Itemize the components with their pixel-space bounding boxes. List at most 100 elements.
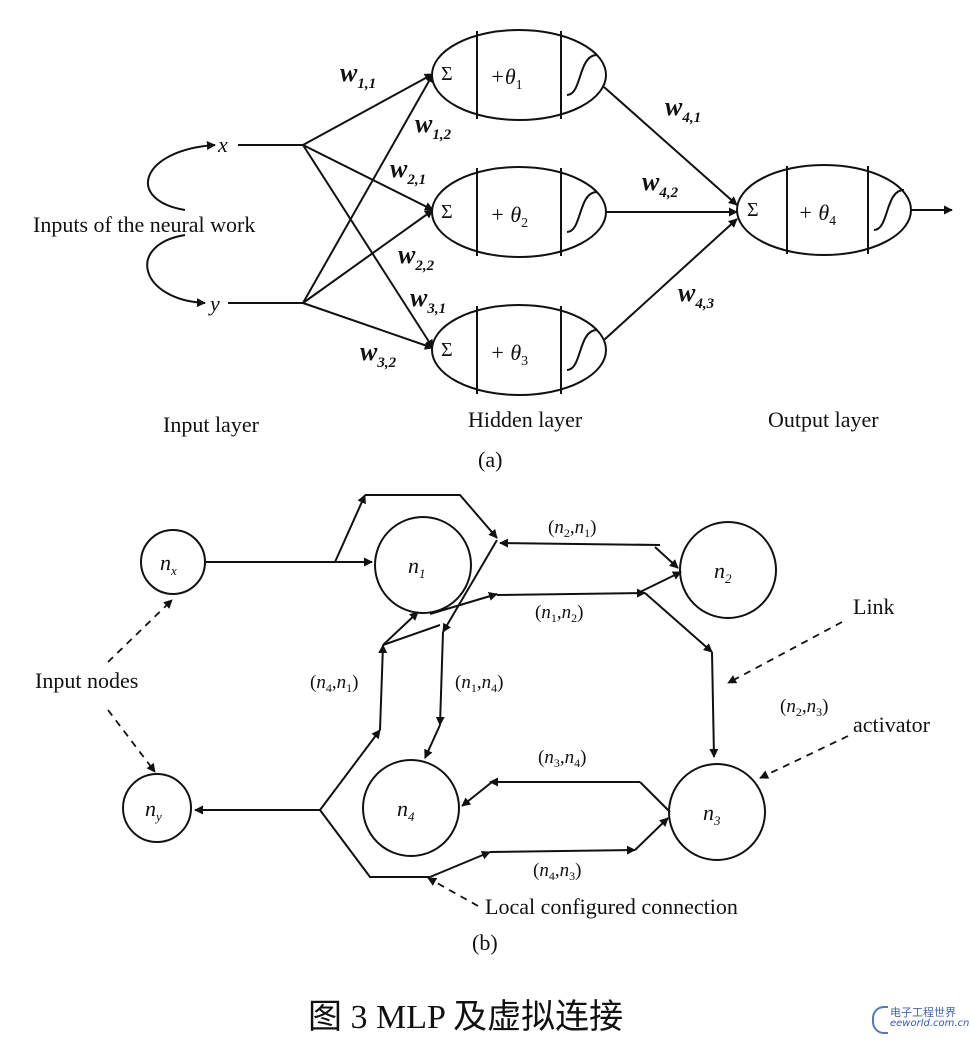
- eeworld-logo-icon: [872, 1006, 888, 1034]
- link-n4-n1-cross: [382, 624, 441, 646]
- sigmoid-icon: [873, 189, 905, 231]
- conn-x-h2: [302, 144, 434, 211]
- conn-x-h3: [302, 144, 434, 349]
- link-label: Link: [853, 594, 895, 619]
- label-n1: n1: [408, 553, 426, 581]
- input-y-curve: [146, 234, 206, 308]
- label-n4-n1: (n4,n1): [310, 672, 358, 695]
- link-lower-up: [429, 850, 491, 878]
- hidden-neuron-2: Σ + θ2: [431, 166, 607, 258]
- activator-label: activator: [853, 712, 931, 737]
- conn-y-h3: [302, 302, 434, 350]
- weight-4-2: w4,2: [642, 167, 679, 201]
- input-nodes-arrow-1: [107, 599, 173, 663]
- caption-b: (b): [472, 930, 498, 955]
- label-n2-n1: (n2,n1): [548, 517, 596, 540]
- link-n1-n2-head: [637, 571, 682, 594]
- inputs-label: Inputs of the neural work: [33, 212, 255, 237]
- node-n2: [679, 521, 777, 619]
- sigmoid-icon: [566, 191, 598, 233]
- figure-caption: 图 3 MLP 及虚拟连接: [308, 998, 623, 1036]
- weight-3-2: w3,2: [360, 337, 397, 371]
- link-n1-n4-head: [424, 724, 441, 759]
- link-n4-n3: [489, 845, 636, 855]
- top-bypass-link: [365, 494, 498, 539]
- link-lower-path: [319, 809, 430, 878]
- weight-4-1: w4,1: [665, 92, 701, 126]
- caption-a: (a): [478, 447, 502, 472]
- label-n3-n4: (n3,n4): [538, 747, 586, 770]
- link-n4-n1: [378, 644, 388, 731]
- virtual-connection-diagram: nx n1 n2 ny n4 n3: [35, 494, 931, 955]
- weight-2-2: w2,2: [398, 240, 435, 274]
- link-annotation-arrow: [727, 621, 843, 684]
- fork-up-arrow: [334, 494, 366, 563]
- label-n4-n3: (n4,n3): [533, 860, 581, 883]
- hidden-neuron-3: Σ + θ3: [431, 304, 607, 396]
- link-n4-n3-head: [634, 817, 669, 851]
- label-n2: n2: [714, 558, 732, 586]
- node-ny: [122, 773, 192, 843]
- weight-2-1: w2,1: [390, 154, 426, 188]
- conn-y-h1: [302, 73, 434, 304]
- link-n1-n4: [435, 631, 445, 726]
- conn-y-h2: [302, 209, 434, 304]
- watermark-url: eeworld.com.cn: [890, 1018, 970, 1029]
- bias-theta-2: + θ2: [490, 202, 528, 231]
- label-n1-n2: (n1,n2): [535, 602, 583, 625]
- label-ny: ny: [145, 796, 162, 824]
- label-n3: n3: [703, 800, 721, 828]
- weight-4-3: w4,3: [678, 278, 715, 312]
- node-n1: [374, 516, 472, 614]
- label-n1-n4: (n1,n4): [455, 672, 503, 695]
- watermark-cn: 电子工程世界: [890, 1006, 956, 1019]
- bias-theta-1: +θ1: [490, 64, 523, 93]
- input-x: x: [217, 132, 228, 157]
- watermark-logo: 电子工程世界 eeworld.com.cn: [872, 1002, 969, 1038]
- label-nx: nx: [160, 550, 177, 578]
- link-n2-n1-head: [654, 546, 679, 569]
- activator-annotation-arrow: [759, 735, 849, 779]
- node-nx: [140, 529, 206, 595]
- node-n3: [668, 763, 766, 861]
- link-n2-n3: [709, 651, 719, 758]
- link-n1-n2: [496, 588, 646, 598]
- sigmoid-icon: [566, 54, 598, 96]
- label-n2-n3: (n2,n3): [780, 696, 828, 719]
- input-y: y: [208, 291, 220, 316]
- hidden-neuron-1: Σ +θ1: [431, 29, 607, 121]
- link-n1-out: [429, 592, 498, 615]
- weight-1-1: w1,1: [340, 58, 376, 92]
- input-layer-label: Input layer: [163, 412, 260, 437]
- sum-symbol-3: Σ: [441, 339, 453, 361]
- link-labels: (n2,n1) (n1,n2) (n4,n1) (n1,n4) (n2,n3) …: [310, 517, 828, 883]
- local-annotation-arrow: [427, 877, 479, 907]
- conn-x-h1: [302, 73, 434, 146]
- sigmoid-icon: [566, 329, 598, 371]
- bias-theta-3: + θ3: [490, 340, 528, 369]
- link-n4-n1-head: [382, 611, 419, 646]
- link-junction-n4: [442, 539, 498, 633]
- link-right-down-a: [644, 592, 713, 653]
- bias-theta-4: + θ4: [798, 200, 836, 229]
- local-connection-label: Local configured connection: [485, 894, 738, 919]
- node-n4: [362, 759, 460, 857]
- sum-symbol-1: Σ: [441, 63, 453, 85]
- output-layer-label: Output layer: [768, 407, 879, 432]
- link-up-lower: [319, 729, 381, 811]
- weight-3-1: w3,1: [410, 283, 446, 317]
- sum-symbol-2: Σ: [441, 201, 453, 223]
- sum-symbol-4: Σ: [747, 199, 759, 221]
- conn-h3-out: [603, 218, 738, 341]
- hidden-layer-label: Hidden layer: [468, 407, 583, 432]
- link-n2-n1: [499, 538, 661, 548]
- mlp-diagram: Inputs of the neural work x y Σ +θ1 Σ + …: [33, 29, 953, 472]
- weight-1-2: w1,2: [415, 109, 452, 143]
- output-neuron: Σ + θ4: [736, 164, 912, 256]
- link-n3-n4-head: [461, 781, 493, 807]
- conn-h1-out: [603, 86, 738, 206]
- input-nodes-label: Input nodes: [35, 668, 138, 693]
- input-nodes-arrow-2: [107, 709, 156, 773]
- link-n3-out: [639, 781, 671, 813]
